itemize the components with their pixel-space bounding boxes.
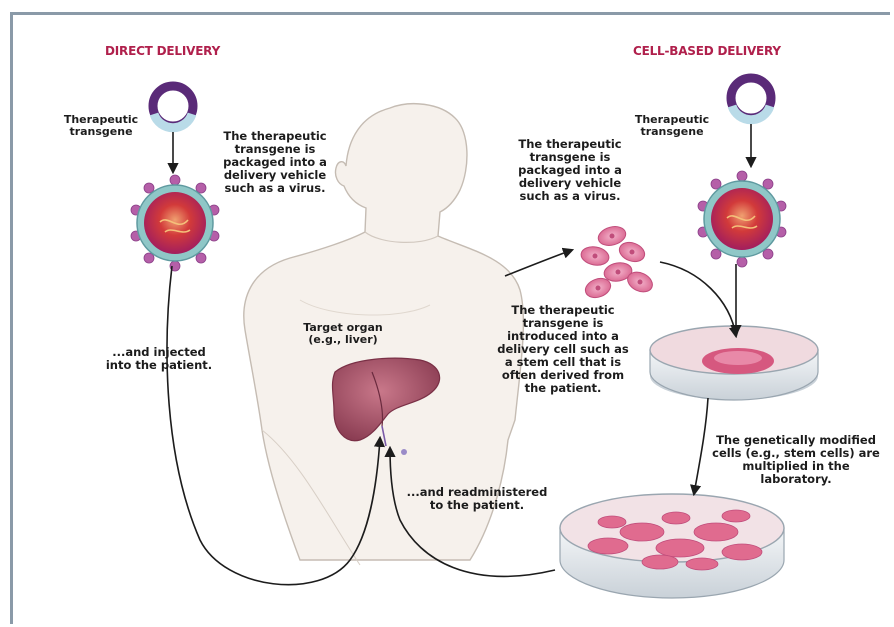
packaged-description-left: The therapeutic transgene is packaged in… [210, 130, 340, 195]
target-organ-label: Target organ (e.g., liver) [302, 322, 384, 347]
virus-icon [698, 171, 786, 267]
therapeutic-transgene-label-left: Therapeutic transgene [60, 114, 142, 139]
packaged-description-right: The therapeutic transgene is packaged in… [505, 138, 635, 203]
therapeutic-transgene-label-right: Therapeutic transgene [631, 114, 713, 139]
plasmid-icon [153, 86, 193, 128]
cell-based-delivery-heading: CELL-BASED DELIVERY [633, 44, 823, 58]
multiplied-description: The genetically modified cells (e.g., st… [706, 434, 886, 486]
cell-cluster-icon [580, 224, 656, 301]
virus-icon [131, 175, 219, 271]
readministered-label: ...and readministered to the patient. [402, 486, 552, 512]
introduced-description: The therapeutic transgene is introduced … [496, 304, 630, 395]
direct-delivery-heading: DIRECT DELIVERY [105, 44, 257, 58]
plasmid-icon [731, 78, 771, 120]
petri-dish-icon [650, 326, 818, 400]
petri-dish-icon [560, 494, 784, 598]
injected-label: ...and injected into the patient. [100, 346, 218, 372]
